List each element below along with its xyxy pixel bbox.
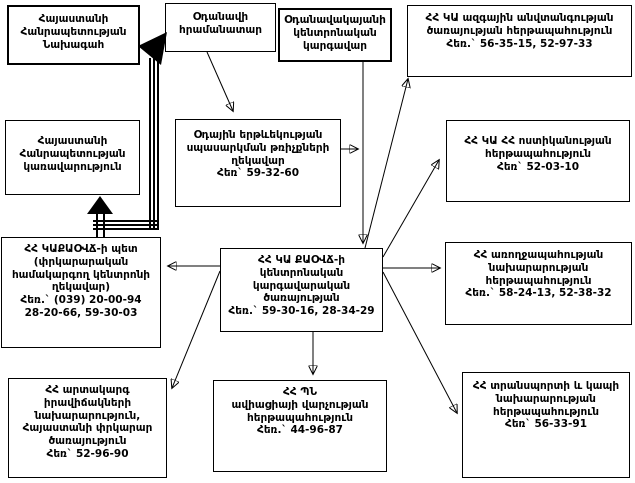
text-line: ծառայության հերթապահություն [426, 24, 613, 37]
text-line: ՀՀ առողջապահության [473, 249, 604, 261]
text-line: Հեռ` 52-96-90 [46, 447, 129, 460]
node-national-security-service: ՀՀ ԿԱ ազգային անվտանգության ծառայության … [407, 5, 632, 77]
node-commander: Օդանավի հրամանատար [165, 3, 276, 52]
node-police: ՀՀ ԿԱ ՀՀ ոստիկանության հերթապահություն Հ… [446, 120, 630, 202]
text-line: Հեռ.` 44-96-87 [256, 424, 343, 437]
node-air-traffic-service: Օդային երթևեկության սպասարկման թռիչքների… [175, 119, 341, 207]
text-line: ՀՀ տրանսպորտի և կապի [472, 380, 620, 392]
text-line: ծառայության [263, 292, 340, 305]
text-line: Հանրապետության [20, 25, 127, 38]
text-line: Հեռ` 59-32-60 [216, 167, 300, 180]
text-line: հերթապահություն [485, 147, 591, 160]
node-health-ministry: ՀՀ առողջապահության նախարարության հերթապա… [445, 242, 632, 325]
text-line: իրավիճակների [43, 396, 132, 409]
arrow-commander-to-atc [206, 51, 233, 111]
text-line: Օդային երթևեկության [193, 129, 323, 141]
text-line: կարգավար [303, 39, 367, 52]
node-emergency-ministry: ՀՀ արտակարգ իրավիճակների նախարարություն,… [8, 378, 167, 478]
text-line: հրամանատար [179, 23, 262, 36]
node-defense-ministry-aviation: ՀՀ ՊՆ ավիացիայի վարչության հերթապահությո… [213, 380, 387, 472]
text-line: հերթապահություն [485, 274, 592, 287]
text-line: հերթապահություն [493, 405, 599, 418]
arrow-center-to-police [382, 160, 439, 258]
text-line: Հանրապետության [19, 147, 126, 160]
text-line: Օդանավի [192, 11, 249, 23]
text-line: Հայաստանի փրկարար [22, 422, 153, 435]
text-line: (փրկարարական [33, 255, 129, 268]
text-line: Հեռ` 56-33-91 [504, 418, 588, 431]
text-line: կենտրոնական [293, 26, 377, 39]
text-line: Հեռ.` 56-35-15, 52-97-33 [446, 37, 593, 50]
text-line: սպասարկման թռիչքների [186, 141, 330, 154]
text-line: կենտրոնական [259, 266, 344, 279]
text-line: ղեկավար [231, 154, 285, 167]
text-line: նախարարության [496, 392, 596, 405]
text-line: նախարարության [488, 261, 589, 274]
text-line: հերթապահություն [247, 411, 353, 424]
text-line: 28-20-66, 59-30-03 [24, 306, 138, 319]
text-line: Հեռ.` 59-30-16, 28-34-29 [228, 305, 375, 318]
node-chief-rescue-center: ՀՀ ԿԱՔԱՕՎՃ-ի պետ (փրկարարական համակարգող… [1, 237, 161, 348]
text-line: ՀՀ ԿԱ ՀՀ ոստիկանության [464, 135, 612, 147]
text-line: ծառայություն [48, 435, 127, 448]
text-line: Օդանավակայանի [284, 14, 386, 26]
text-line: ղեկավար) [51, 281, 111, 294]
text-line: կառավարություն [23, 160, 122, 173]
text-line: ՀՀ ԿԱ ՔԱՕՎՃ-ի [258, 254, 345, 266]
arrow-chief-to-government [87, 196, 113, 229]
text-line: համակարգող կենտրոնի [11, 268, 151, 281]
text-line: ՀՀ ՊՆ [283, 386, 317, 398]
text-line: նախարարություն, [34, 409, 141, 422]
text-line: Նախագահ [42, 38, 105, 51]
text-line: ՀՀ ԿԱ ազգային անվտանգության [425, 12, 614, 24]
text-line: ՀՀ ԿԱՔԱՕՎՃ-ի պետ [24, 243, 138, 255]
node-airport-dispatcher: Օդանավակայանի կենտրոնական կարգավար [278, 8, 392, 62]
arrow-center-to-emergency [172, 270, 221, 388]
text-line: Հեռ.` (039) 20-00-94 [20, 294, 142, 307]
node-president: Հայաստանի Հանրապետության Նախագահ [7, 5, 140, 65]
text-line: Հայաստանի [38, 13, 109, 25]
text-line: Հեռ` 52-03-10 [496, 160, 580, 173]
node-transport-ministry: ՀՀ տրանսպորտի և կապի նախարարության հերթա… [462, 372, 630, 478]
arrow-center-to-nss [364, 79, 408, 249]
text-line: Հեռ.` 58-24-13, 52-38-32 [465, 287, 612, 300]
node-central-dispatch-service: ՀՀ ԿԱ ՔԱՕՎՃ-ի կենտրոնական կարգավարական ծ… [220, 248, 383, 332]
text-line: Հայաստանի [37, 135, 108, 147]
text-line: ավիացիայի վարչության [231, 398, 369, 411]
node-government: Հայաստանի Հանրապետության կառավարություն [5, 120, 140, 195]
text-line: ՀՀ արտակարգ [45, 384, 130, 396]
text-line: կարգավարական [252, 279, 351, 292]
